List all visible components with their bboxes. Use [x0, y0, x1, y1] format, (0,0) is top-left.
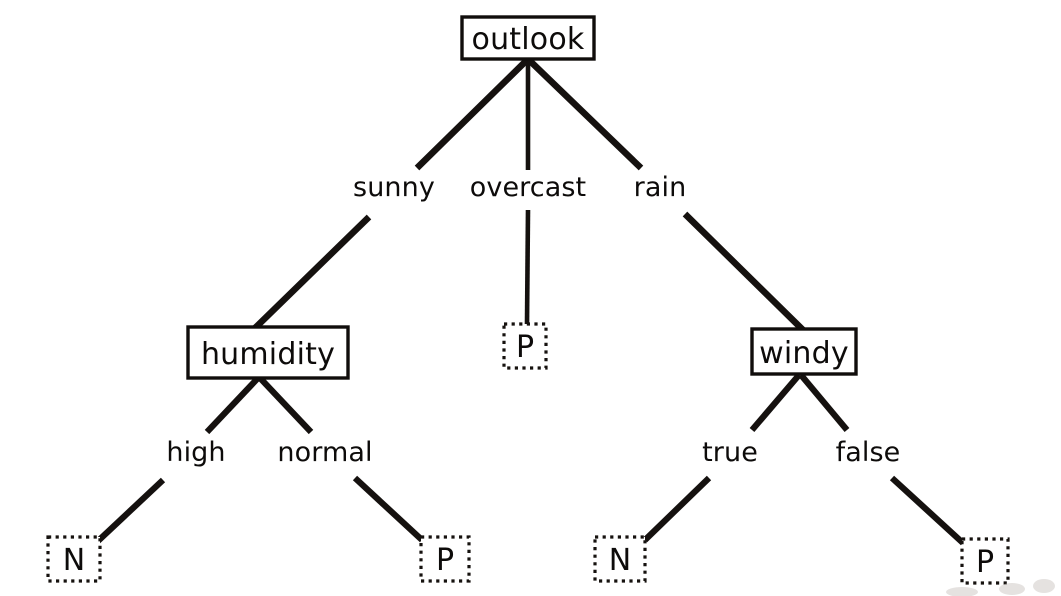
edge-windy-false-upper	[798, 373, 850, 432]
node-humidity-box	[186, 325, 350, 380]
edge-humidity-high-upper	[204, 375, 261, 435]
leaf-n-true-label: N	[609, 543, 631, 578]
edge-humidity-normal-lower	[352, 475, 425, 543]
edge-label-true: true	[702, 437, 758, 468]
scan-artifact-2	[999, 583, 1025, 595]
edge-outlook-rain-lower	[682, 211, 806, 333]
leaf-n-high-box	[46, 535, 102, 583]
edge-humidity-high-lower	[95, 477, 166, 544]
leaf-p-normal[interactable]: P	[419, 535, 471, 583]
edge-label-high: high	[166, 437, 225, 468]
leaf-p-false[interactable]: P	[960, 537, 1010, 585]
edge-label-overcast: overcast	[470, 172, 586, 203]
leaf-n-true-box	[593, 535, 647, 583]
leaf-p-false-label: P	[976, 545, 994, 580]
node-windy-label: windy	[759, 336, 849, 371]
leaf-n-true[interactable]: N	[593, 535, 647, 583]
leaf-p-normal-box	[419, 535, 471, 583]
leaf-p-false-box	[960, 537, 1010, 585]
node-humidity[interactable]: humidity	[186, 325, 350, 380]
leaf-n-high[interactable]: N	[46, 535, 102, 583]
edge-outlook-sunny-upper	[414, 57, 530, 171]
node-outlook-label: outlook	[472, 22, 585, 57]
node-humidity-label: humidity	[201, 337, 335, 372]
node-windy[interactable]: windy	[750, 327, 858, 376]
scan-artifact-1	[946, 587, 978, 596]
edge-label-normal: normal	[277, 437, 372, 468]
node-windy-box	[750, 327, 858, 376]
node-outlook[interactable]: outlook	[460, 15, 596, 61]
scan-artifact-3	[1033, 579, 1055, 593]
edge-windy-true-upper	[749, 372, 802, 433]
edge-label-false: false	[836, 437, 901, 468]
edge-label-rain: rain	[634, 172, 687, 203]
edge-label-sunny: sunny	[353, 172, 435, 203]
leaf-p-overcast[interactable]: P	[502, 322, 548, 370]
leaf-p-overcast-box	[502, 322, 548, 370]
edge-humidity-normal-upper	[257, 375, 314, 435]
edge-windy-false-lower	[889, 475, 966, 546]
edge-outlook-rain-upper	[526, 57, 644, 171]
leaf-p-normal-label: P	[436, 543, 454, 578]
edge-outlook-overcast-lower	[524, 209, 531, 325]
leaf-p-overcast-label: P	[516, 330, 534, 365]
node-outlook-box	[460, 15, 596, 61]
edge-outlook-sunny-lower	[251, 214, 372, 332]
edge-windy-true-lower	[642, 475, 712, 543]
leaf-n-high-label: N	[63, 543, 85, 578]
